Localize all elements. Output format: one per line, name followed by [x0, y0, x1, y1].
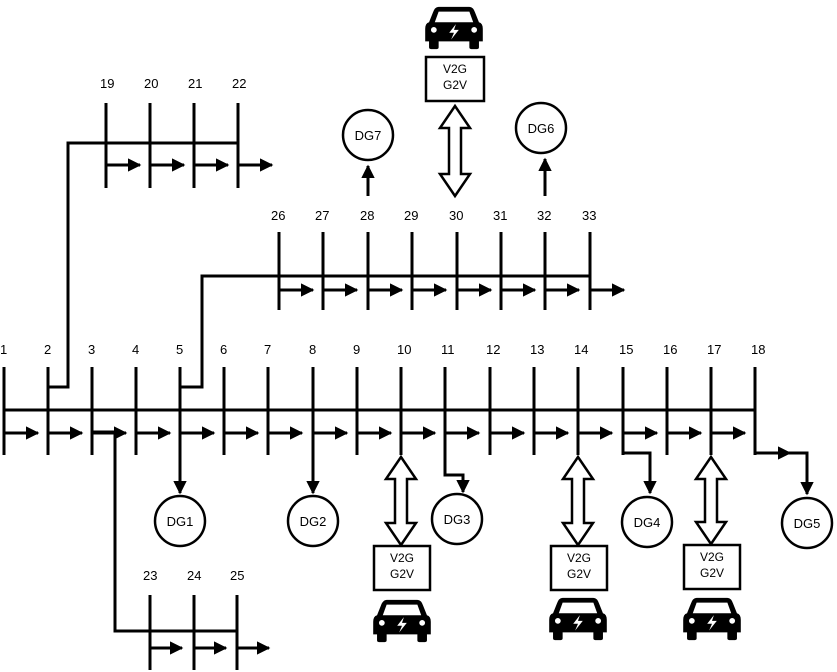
v2g-double-arrow-17: [693, 454, 729, 547]
bus-label-30: 30: [449, 208, 463, 223]
bus-label-5: 5: [176, 342, 183, 357]
bus-label-9: 9: [353, 342, 360, 357]
bus-label-16: 16: [663, 342, 677, 357]
branch-23-25: 23 24 25: [92, 430, 271, 670]
v2g-station-17-box: [682, 543, 742, 591]
bus-label-14: 14: [574, 342, 588, 357]
v2g-station-17-label-v2g: V2G: [700, 550, 724, 564]
v2g-double-arrow-14: [560, 454, 596, 548]
v2g-stations: V2G G2V V2G G2V V2G G2V V2G G2V: [372, 6, 742, 643]
dg6-label: DG6: [528, 121, 555, 136]
bus-label-11: 11: [441, 342, 455, 357]
bus-label-32: 32: [537, 208, 551, 223]
branch-26-33-feeder: [180, 274, 590, 389]
v2g-station-14-label-g2v: G2V: [567, 567, 591, 581]
v2g-station-14-box: [549, 544, 609, 592]
branch-19-22: 19 20 21 22: [48, 76, 274, 389]
bus-label-21: 21: [188, 76, 202, 91]
bus-label-2: 2: [44, 342, 51, 357]
bus-label-10: 10: [397, 342, 411, 357]
branch-19-22-feeder: [48, 141, 238, 389]
dg3-circle: [430, 492, 484, 546]
dg4-label: DG4: [634, 515, 661, 530]
bus-label-20: 20: [144, 76, 158, 91]
bus-label-23: 23: [143, 568, 157, 583]
bus-label-7: 7: [264, 342, 271, 357]
v2g-station-30-label-g2v: G2V: [443, 78, 467, 92]
bus-label-12: 12: [486, 342, 500, 357]
ev-car-icon-30: [425, 6, 483, 50]
load-arrow-18: [753, 433, 792, 460]
bus-label-4: 4: [132, 342, 139, 357]
dg2-label: DG2: [300, 514, 327, 529]
v2g-station-30-label-v2g: V2G: [443, 62, 467, 76]
bus-label-24: 24: [187, 568, 201, 583]
branch-23-25-feeder: [92, 430, 237, 633]
bus-label-25: 25: [230, 568, 244, 583]
v2g-station-30-box: [424, 55, 486, 103]
bus-label-1: 1: [0, 342, 7, 357]
bus-label-31: 31: [493, 208, 507, 223]
dg6-circle: [514, 101, 568, 155]
ev-car-icon-14: [549, 597, 607, 641]
dg5-label: DG5: [794, 516, 821, 531]
bus-label-29: 29: [404, 208, 418, 223]
bus-label-3: 3: [88, 342, 95, 357]
bus-label-8: 8: [309, 342, 316, 357]
bus-label-18: 18: [751, 342, 765, 357]
dg2-circle: [286, 494, 340, 548]
bus-label-19: 19: [100, 76, 114, 91]
bus-label-33: 33: [582, 208, 596, 223]
dg7-label: DG7: [355, 128, 382, 143]
bus-label-17: 17: [707, 342, 721, 357]
dg1-label: DG1: [167, 514, 194, 529]
v2g-double-arrow-30: [437, 103, 473, 199]
distributed-generators: DG1 DG2 DG3 DG4 DG5 DG6 DG7: [153, 101, 834, 550]
dg3-connection: [443, 455, 470, 494]
v2g-double-arrow-10: [383, 454, 419, 548]
bus-label-28: 28: [360, 208, 374, 223]
v2g-station-10-label-g2v: G2V: [390, 567, 414, 581]
dg4-circle: [620, 495, 674, 549]
branch-26-33: 26 27 28 29 30 31 32 33: [180, 208, 626, 389]
dg1-circle: [153, 494, 207, 548]
v2g-station-10-box: [372, 544, 432, 592]
ev-car-icon-17: [683, 597, 741, 641]
bus-label-13: 13: [530, 342, 544, 357]
bus-label-15: 15: [619, 342, 633, 357]
dg5-circle: [780, 496, 834, 550]
bus-label-27: 27: [315, 208, 329, 223]
v2g-station-10-label-v2g: V2G: [390, 551, 414, 565]
dg3-label: DG3: [444, 512, 471, 527]
dg4-connection: [621, 433, 657, 495]
bus-label-6: 6: [220, 342, 227, 357]
dg5-connection: [790, 451, 814, 496]
bus-label-26: 26: [271, 208, 285, 223]
bus-label-22: 22: [232, 76, 246, 91]
v2g-station-14-label-v2g: V2G: [567, 551, 591, 565]
v2g-station-17-label-g2v: G2V: [700, 566, 724, 580]
ev-car-icon-10: [373, 599, 431, 643]
dg7-circle: [341, 108, 395, 162]
